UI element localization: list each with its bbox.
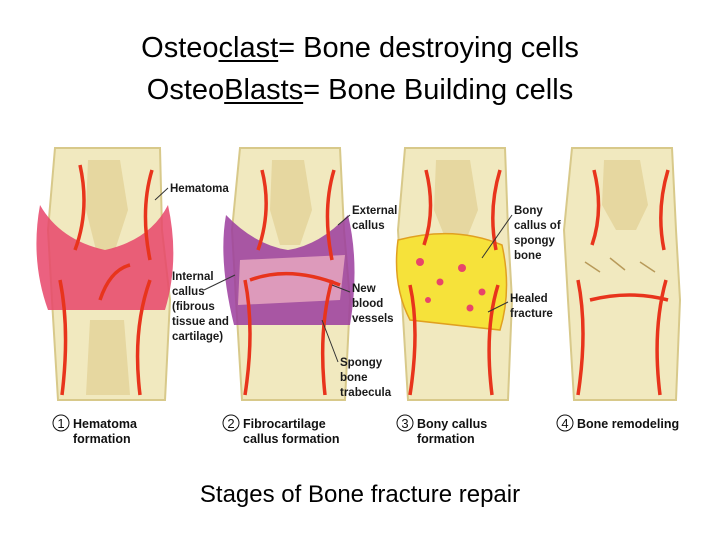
svg-text:1: 1 bbox=[57, 416, 64, 431]
title-definition: = Bone Building cells bbox=[303, 74, 574, 106]
title-term-underlined: clast bbox=[218, 32, 279, 64]
svg-text:3: 3 bbox=[401, 416, 408, 431]
label-spongy-bone-trabecula: Spongy bone trabecula bbox=[340, 357, 392, 399]
label-external-callus: External callus bbox=[352, 205, 401, 232]
title-term-underlined: Blasts bbox=[224, 74, 304, 106]
title-prefix: Osteo bbox=[141, 32, 219, 64]
svg-text:4: 4 bbox=[561, 416, 568, 431]
title-prefix: Osteo bbox=[146, 74, 225, 106]
svg-text:Bone remodeling: Bone remodeling bbox=[577, 417, 679, 431]
label-new-blood-vessels: New blood vessels bbox=[352, 283, 394, 325]
stage-4-caption: 4 Bone remodeling bbox=[556, 414, 679, 432]
remodel-marks bbox=[584, 257, 656, 273]
label-hematoma: Hematoma bbox=[170, 183, 229, 195]
label-healed-fracture: Healed fracture bbox=[510, 293, 553, 320]
stage-4-bone bbox=[562, 147, 682, 401]
hematoma-region bbox=[36, 205, 174, 310]
svg-text:2: 2 bbox=[227, 416, 234, 431]
bony-callus bbox=[395, 232, 508, 331]
blood-vessels bbox=[576, 169, 670, 396]
title-osteoblast: OsteoBlasts= Bone Building cells bbox=[0, 72, 720, 108]
figure-caption: Stages of Bone fracture repair bbox=[199, 481, 521, 508]
stage-3-bone bbox=[395, 147, 514, 401]
new-blood-vessels bbox=[243, 169, 341, 396]
stage-1-bone bbox=[36, 147, 174, 401]
title-osteoclast: Osteoclast= Bone destroying cells bbox=[0, 30, 720, 66]
label-internal-callus: Internal callus (fibrous tissue and cart… bbox=[172, 271, 232, 343]
title-definition: = Bone destroying cells bbox=[278, 32, 579, 64]
label-bony-callus-spongy-bone: Bony callus of spongy bone bbox=[514, 205, 564, 262]
blood-vessels bbox=[58, 164, 154, 396]
stage-2-bone bbox=[223, 147, 355, 401]
blood-vessels bbox=[408, 169, 502, 396]
